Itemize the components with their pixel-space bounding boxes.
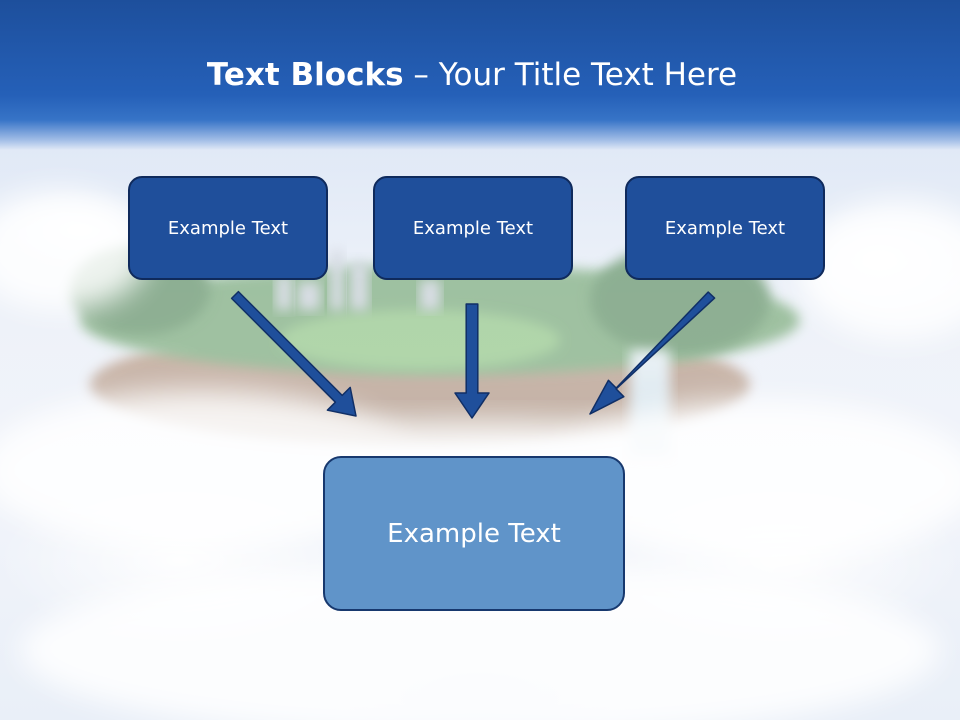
arrow-left xyxy=(230,290,357,417)
text-block-1: Example Text xyxy=(128,176,328,280)
city-building xyxy=(276,275,292,310)
city-building xyxy=(420,280,440,310)
city-building xyxy=(350,262,368,310)
center-text-block-label: Example Text xyxy=(387,518,561,549)
text-block-2-label: Example Text xyxy=(412,217,534,239)
page-title: Text Blocks – Your Title Text Here xyxy=(0,52,944,98)
title-bold: Text Blocks xyxy=(206,57,404,93)
connector-arrows xyxy=(230,290,716,419)
text-block-1-label: Example Text xyxy=(167,217,289,239)
cloud xyxy=(0,190,150,310)
text-block-3-label: Example Text xyxy=(664,217,786,239)
city-building xyxy=(330,250,344,310)
title-rest: Your Title Text Here xyxy=(438,57,738,93)
cloud xyxy=(800,200,960,340)
city-building xyxy=(298,282,320,310)
header-band xyxy=(0,0,960,150)
title-dash: – xyxy=(403,57,439,93)
text-block-2: Example Text xyxy=(373,176,573,280)
island-meadow xyxy=(280,310,560,370)
center-text-block: Example Text xyxy=(323,456,625,611)
text-block-3: Example Text xyxy=(625,176,825,280)
arrow-right xyxy=(589,291,716,415)
arrow-middle xyxy=(454,303,490,419)
cloud xyxy=(20,560,940,720)
